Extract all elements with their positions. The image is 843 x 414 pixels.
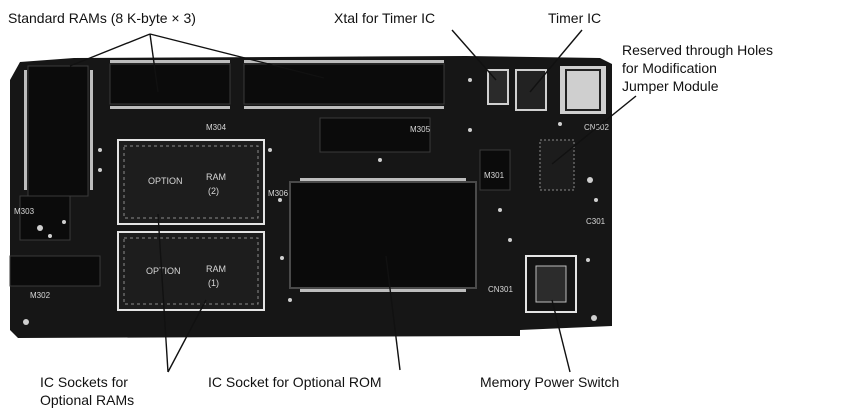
silk-cn301: CN301 (488, 285, 513, 294)
silk-m303: M303 (14, 207, 35, 216)
silk-m302: M302 (30, 291, 51, 300)
leader-standard-ram-1 (69, 33, 151, 67)
memory-power-switch-component (525, 255, 577, 313)
silk-option-1: OPTION (146, 266, 181, 276)
label-reserved-line1: Reserved through Holes (622, 42, 773, 58)
chip-m303 (19, 195, 71, 241)
label-ic-sockets-line2: Optional RAMs (40, 392, 135, 408)
board-light-area (560, 66, 606, 114)
silk-m301: M301 (484, 171, 505, 180)
silk-c301: C301 (586, 217, 606, 226)
leader-timer-ic (529, 29, 583, 93)
leader-ic-socket-1 (157, 213, 169, 373)
label-ic-socket-rom: IC Socket for Optional ROM (208, 374, 382, 390)
silk-ram-2: RAM (206, 172, 226, 182)
leader-ic-socket-2 (167, 299, 207, 373)
standard-ram-chip-1 (27, 65, 89, 197)
standard-ram-chips (27, 63, 445, 197)
silk-m305: M305 (410, 125, 431, 134)
leader-standard-ram-2 (149, 33, 159, 93)
ram-socket-1 (117, 231, 265, 311)
label-xtal: Xtal for Timer IC (334, 10, 436, 26)
solder-points (23, 78, 598, 325)
leader-memory-power-switch (551, 299, 571, 373)
standard-ram-chip-3 (243, 63, 445, 105)
jumper-pins (539, 139, 575, 191)
chip-m301 (479, 149, 511, 191)
label-memory-power-switch: Memory Power Switch (480, 374, 620, 390)
label-reserved-line2: for Modification (622, 60, 717, 76)
optional-ram-sockets (117, 139, 265, 311)
jumper-module-outline (565, 69, 601, 111)
chip-m302 (9, 255, 101, 287)
label-reserved-line3: Jumper Module (622, 78, 719, 94)
rom-socket (289, 178, 477, 292)
silk-ram-1: RAM (206, 264, 226, 274)
pin-rows (24, 60, 444, 190)
label-standard-rams: Standard RAMs (8 K-byte × 3) (8, 10, 196, 26)
leader-standard-ram-3 (149, 33, 325, 79)
leader-reserved-holes (551, 95, 637, 165)
xtal-component (487, 69, 509, 105)
ram-socket-2 (117, 139, 265, 225)
leader-xtal (451, 29, 497, 81)
silk-m306: M306 (268, 189, 289, 198)
leader-rom-socket (385, 255, 401, 371)
silk-m304: M304 (206, 123, 227, 132)
silk-option-2: OPTION (148, 176, 183, 186)
label-ic-sockets-line1: IC Sockets for (40, 374, 128, 390)
leader-lines (69, 29, 637, 373)
standard-ram-chip-2 (109, 63, 231, 105)
chip-m305 (319, 117, 431, 153)
silk-ram-1-num: (1) (208, 278, 219, 288)
silk-ram-2-num: (2) (208, 186, 219, 196)
label-timer-ic: Timer IC (548, 10, 602, 26)
